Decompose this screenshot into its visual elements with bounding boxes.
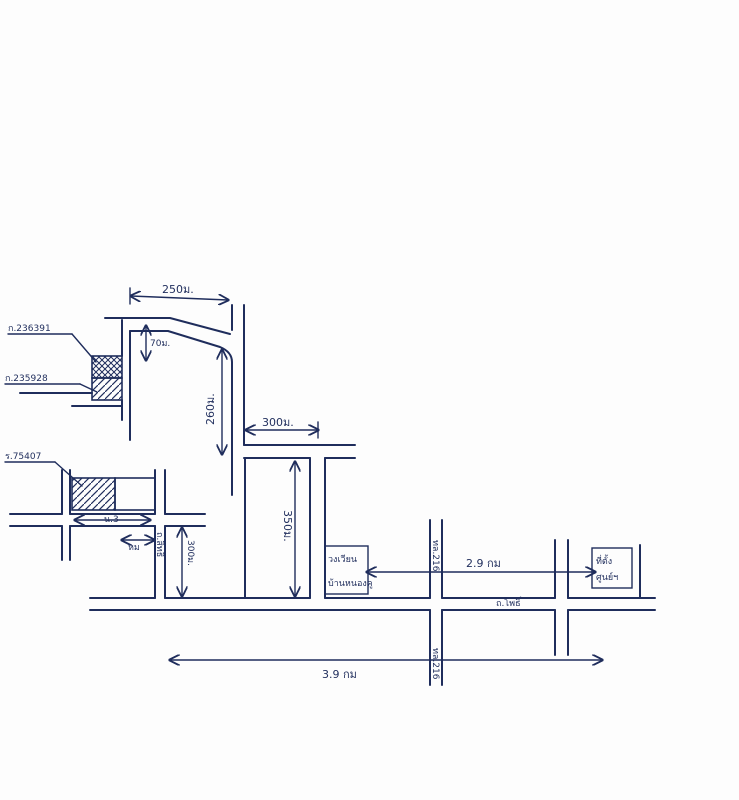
road-label-main: ถ.โพธิ์ bbox=[496, 596, 522, 609]
dim-label-250: 250ม. bbox=[162, 283, 194, 296]
place-label-right-1: ที่ตั้ง bbox=[596, 554, 612, 567]
place-label-left-1: วงเวียน bbox=[328, 554, 357, 565]
dim-arrow-250 bbox=[131, 296, 228, 300]
parcel-top-left bbox=[91, 355, 123, 401]
parcel-hatched bbox=[91, 377, 123, 401]
place-label-left-2: บ้านหนองคู bbox=[328, 578, 373, 589]
roads-middle bbox=[243, 444, 356, 599]
dim-label-300-top: 300ม. bbox=[262, 416, 294, 429]
dim-label-70: 70ม. bbox=[150, 339, 170, 349]
dim-label-350: 350ม. bbox=[281, 510, 294, 542]
parcel-label-2: ก.235928 bbox=[5, 374, 48, 384]
road-line bbox=[129, 330, 233, 496]
road-line bbox=[104, 317, 231, 335]
road-label-left: ถ.สิทธิ bbox=[154, 532, 165, 557]
dim-label-ns3: น.3 bbox=[104, 515, 119, 525]
dim-label-2-9km: 2.9 กม bbox=[466, 557, 501, 570]
leader-line bbox=[71, 333, 97, 363]
dim-label-260: 260ม. bbox=[204, 393, 217, 425]
labels: 250ม. 70ม. 260ม. 300ม. 350ม. 300ม. ถ.สิท… bbox=[5, 283, 618, 681]
road-label-216-bottom: ทล.216 bbox=[430, 648, 440, 680]
roads-top-left bbox=[19, 304, 245, 496]
parcel-label-3: ร.75407 bbox=[5, 452, 41, 462]
dim-label-small: หม bbox=[128, 543, 140, 553]
place-label-right-2: ศูนย์ฯ bbox=[596, 571, 618, 583]
main-road bbox=[89, 597, 656, 611]
dimensions bbox=[75, 287, 602, 660]
parcel-crosshatch bbox=[91, 355, 123, 379]
dim-label-3-9km: 3.9 กม bbox=[322, 668, 357, 681]
leaders bbox=[4, 333, 98, 487]
dim-label-300-left: 300ม. bbox=[185, 540, 195, 566]
leader-line bbox=[79, 383, 98, 393]
road-label-216-top: ทล.216 bbox=[430, 540, 440, 572]
parcel-plain bbox=[114, 477, 156, 511]
parcel-label-1: ก.236391 bbox=[8, 324, 51, 334]
leader-line bbox=[54, 461, 83, 487]
roads-left-middle bbox=[9, 469, 206, 599]
